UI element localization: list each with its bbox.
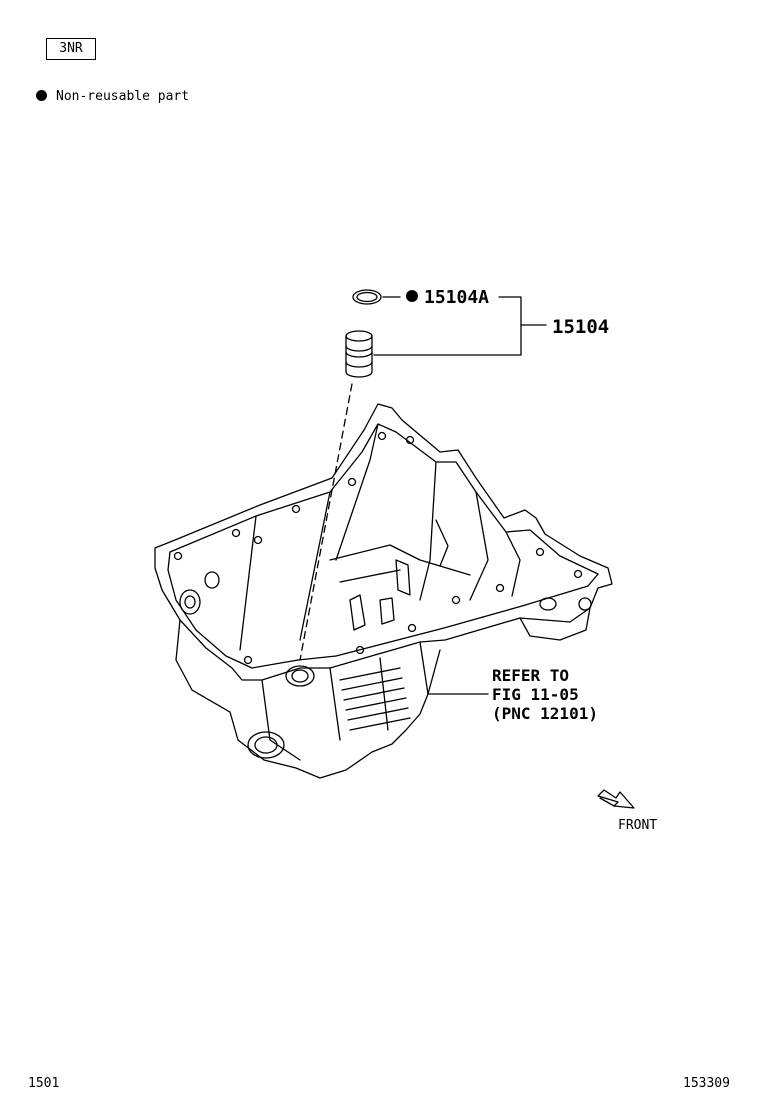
front-label: FRONT bbox=[618, 818, 658, 833]
leader-lines bbox=[373, 296, 547, 695]
refer-line-3: (PNC 12101) bbox=[492, 704, 598, 723]
strainer-part-number: 15104 bbox=[552, 316, 610, 338]
engine-code-tag: 3NR bbox=[46, 38, 96, 60]
strainer-callout: 15104 bbox=[552, 315, 609, 339]
refer-note: REFER TO FIG 11-05 (PNC 12101) bbox=[492, 666, 598, 723]
refer-line-1: REFER TO bbox=[492, 666, 570, 685]
footer-left-code: 1501 bbox=[28, 1076, 60, 1091]
front-arrow-icon bbox=[597, 789, 635, 809]
non-reusable-dot-icon bbox=[406, 290, 418, 302]
gasket-part-number: 15104A bbox=[424, 287, 490, 308]
legend-text: Non-reusable part bbox=[56, 89, 190, 104]
gasket-ring bbox=[352, 289, 382, 305]
legend: Non-reusable part bbox=[36, 88, 189, 106]
install-dashed-line bbox=[299, 383, 353, 661]
non-reusable-dot-icon bbox=[36, 90, 47, 101]
oil-pan bbox=[154, 403, 613, 779]
refer-line-2: FIG 11-05 bbox=[492, 685, 579, 704]
gasket-callout: 15104A bbox=[406, 287, 489, 309]
footer-right-code: 153309 bbox=[683, 1076, 730, 1091]
oil-strainer bbox=[345, 330, 373, 378]
